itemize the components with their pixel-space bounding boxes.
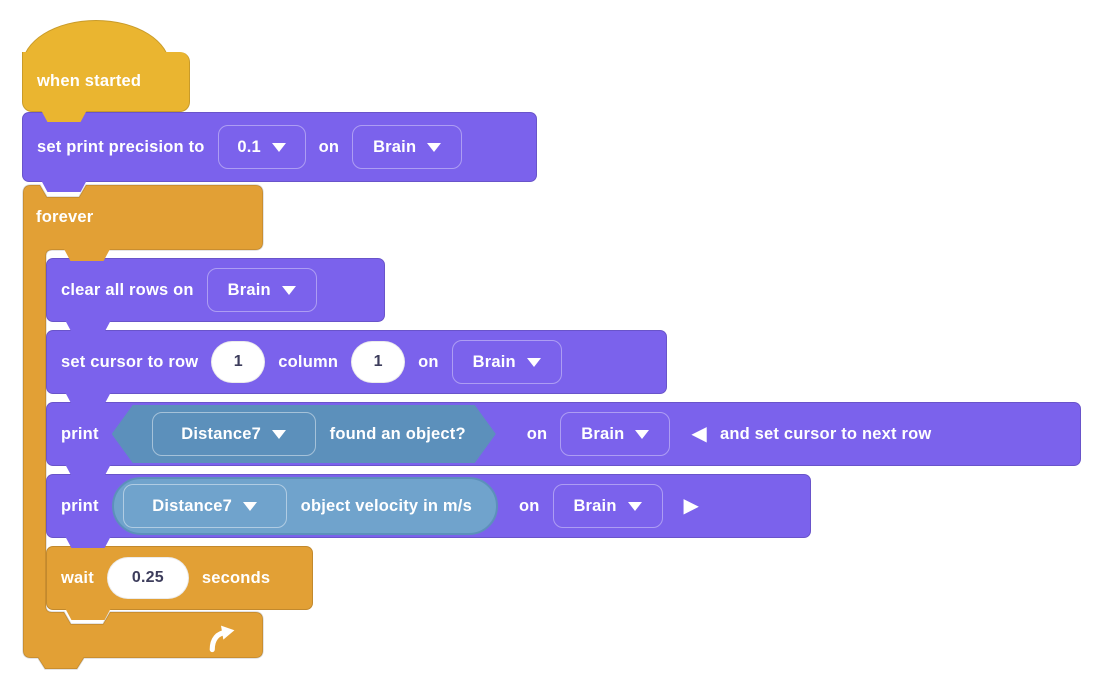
object-velocity-label: object velocity in m/s (300, 496, 472, 515)
when-started-block[interactable]: when started (22, 52, 190, 122)
dropdown-caret-icon (427, 142, 442, 152)
forever-block[interactable] (22, 184, 264, 671)
set-cursor-row-label: set cursor to row (61, 352, 199, 371)
on-label: on (518, 496, 540, 515)
found-object-boolean[interactable]: Distance7 found an object? (112, 405, 496, 463)
connector-tab (65, 464, 111, 476)
set-cursor-block[interactable]: set cursor to row 1 column 1 on Brain (46, 330, 667, 404)
on-label: on (526, 424, 548, 443)
sensor-value: Distance7 (152, 496, 233, 515)
connector-tab (65, 608, 111, 620)
clear-all-rows-label: clear all rows on (61, 280, 194, 299)
set-print-precision-label: set print precision to (37, 137, 205, 156)
loop-arrow-icon (209, 625, 235, 653)
dropdown-caret-icon (526, 357, 541, 367)
device-dropdown[interactable]: Brain (560, 412, 671, 456)
device-value: Brain (373, 137, 417, 156)
on-label: on (318, 137, 340, 156)
forever-label: forever (36, 207, 94, 226)
row-input[interactable]: 1 (211, 341, 266, 383)
sensor-dropdown[interactable]: Distance7 (122, 484, 287, 528)
expand-options-icon[interactable]: ▶ (683, 495, 700, 517)
print-condition-block[interactable]: print Distance7 found an object? on Brai… (46, 402, 1081, 476)
forever-c-shape[interactable] (22, 184, 264, 670)
print-velocity-block[interactable]: print Distance7 object velocity in m/s o… (46, 474, 811, 548)
expanded-option-label: and set cursor to next row (719, 424, 932, 443)
connector-tab (41, 110, 87, 122)
dropdown-caret-icon (281, 285, 296, 295)
device-dropdown[interactable]: Brain (451, 340, 562, 384)
device-value: Brain (472, 352, 516, 371)
clear-all-rows-block[interactable]: clear all rows on Brain (46, 258, 385, 332)
connector-tab (64, 249, 110, 261)
device-value: Brain (227, 280, 271, 299)
device-dropdown[interactable]: Brain (552, 484, 663, 528)
collapse-options-icon[interactable]: ◀ (691, 423, 707, 445)
wait-block[interactable]: wait 0.25 seconds (46, 546, 313, 620)
on-label: on (418, 352, 439, 371)
dropdown-caret-icon (271, 142, 286, 152)
print-label: print (61, 496, 99, 515)
wait-seconds-input[interactable]: 0.25 (106, 557, 189, 599)
connector-tab (41, 180, 87, 192)
dropdown-caret-icon (627, 501, 642, 511)
connector-tab (65, 320, 111, 332)
dropdown-caret-icon (243, 501, 258, 511)
precision-dropdown[interactable]: 0.1 (217, 125, 306, 169)
when-started-label: when started (37, 72, 142, 90)
set-print-precision-block[interactable]: set print precision to 0.1 on Brain (22, 112, 537, 192)
set-cursor-column-label: column (278, 352, 339, 371)
precision-value: 0.1 (237, 137, 261, 156)
dropdown-caret-icon (635, 429, 650, 439)
connector-tab (65, 536, 111, 548)
sensor-value: Distance7 (181, 424, 262, 443)
device-value: Brain (581, 424, 625, 443)
found-object-label: found an object? (329, 424, 466, 443)
dropdown-caret-icon (272, 430, 286, 439)
device-dropdown[interactable]: Brain (206, 268, 317, 312)
print-label: print (61, 424, 99, 443)
device-value: Brain (573, 496, 617, 515)
object-velocity-reporter[interactable]: Distance7 object velocity in m/s (111, 477, 498, 535)
connector-tab (65, 392, 111, 404)
sensor-dropdown[interactable]: Distance7 (152, 412, 316, 456)
wait-label: wait (61, 568, 94, 587)
seconds-label: seconds (201, 568, 271, 587)
device-dropdown[interactable]: Brain (352, 125, 463, 169)
column-input[interactable]: 1 (351, 341, 406, 383)
